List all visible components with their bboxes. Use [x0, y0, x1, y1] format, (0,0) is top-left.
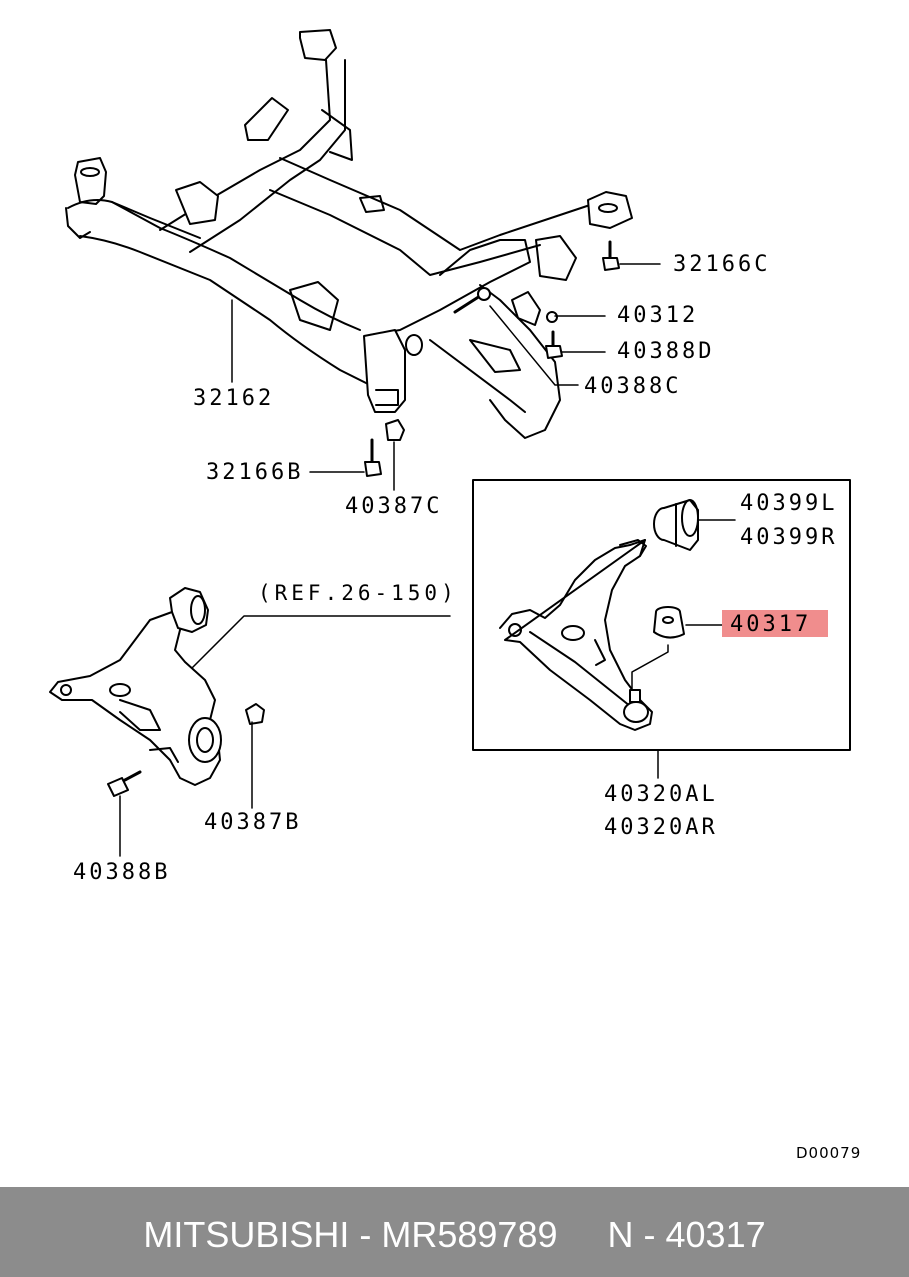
parts-diagram: [49, 29, 851, 857]
nut-40387B-drawing: [245, 703, 265, 725]
label-32166C: 32166C: [673, 252, 771, 277]
bolt-32166C-drawing: [602, 240, 620, 271]
label-40399L: 40399L: [740, 491, 838, 516]
label-40399R: 40399R: [740, 525, 838, 550]
label-40388B: 40388B: [73, 860, 171, 885]
label-40387B: 40387B: [204, 810, 302, 835]
knuckle-drawing: [49, 587, 222, 786]
label-40312: 40312: [617, 303, 699, 328]
leader-lines-top: [231, 263, 661, 491]
label-40387C: 40387C: [345, 494, 443, 519]
bushing-40399-drawing: [653, 499, 699, 551]
label-40320AL: 40320AL: [604, 782, 718, 807]
label-32162: 32162: [193, 386, 275, 411]
label-40317: 40317: [730, 612, 812, 637]
dust-boot-40317-drawing: [653, 606, 685, 639]
subframe-drawing: [65, 29, 633, 439]
reference-label: (REF.26-150): [258, 581, 458, 605]
label-40320AR: 40320AR: [604, 815, 718, 840]
detail-box: [472, 479, 851, 751]
bolt-40388B-drawing: [107, 770, 142, 797]
part-highlight: [722, 610, 828, 637]
lower-arm-drawing: [499, 539, 653, 731]
label-32166B: 32166B: [206, 460, 304, 485]
bolt-32166B-drawing: [364, 438, 382, 477]
label-40388D: 40388D: [617, 339, 715, 364]
footer-bar: MITSUBISHI - MR589789 N - 40317: [0, 1187, 909, 1277]
label-40388C: 40388C: [584, 374, 682, 399]
diagram-code: D00079: [796, 1144, 862, 1162]
leader-lines-bottom: [119, 615, 451, 857]
bolt-40388D-drawing: [545, 330, 563, 359]
footer-text: MITSUBISHI - MR589789 N - 40317: [143, 1214, 766, 1255]
nut-40387C-drawing: [385, 419, 405, 441]
